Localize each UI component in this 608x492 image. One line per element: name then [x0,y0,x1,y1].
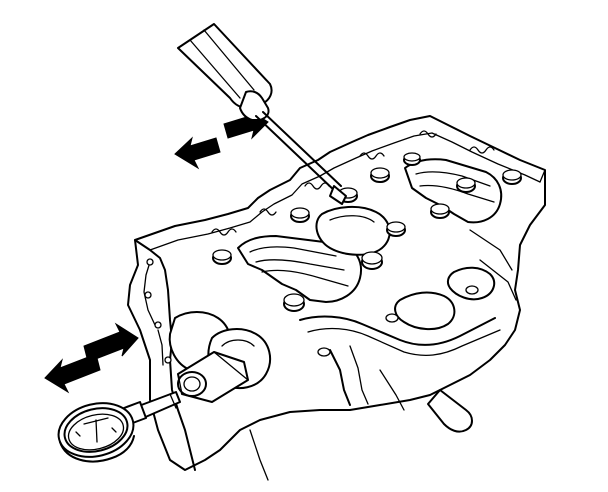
double-arrow-icon [44,322,139,394]
crankshaft-nose [168,311,272,403]
crankshaft-journals [212,152,522,312]
crankcase-ribs [249,229,517,481]
bearing-cap-bolts [212,152,522,312]
dial-indicator-icon [57,391,181,463]
screwdriver-icon [177,23,347,205]
